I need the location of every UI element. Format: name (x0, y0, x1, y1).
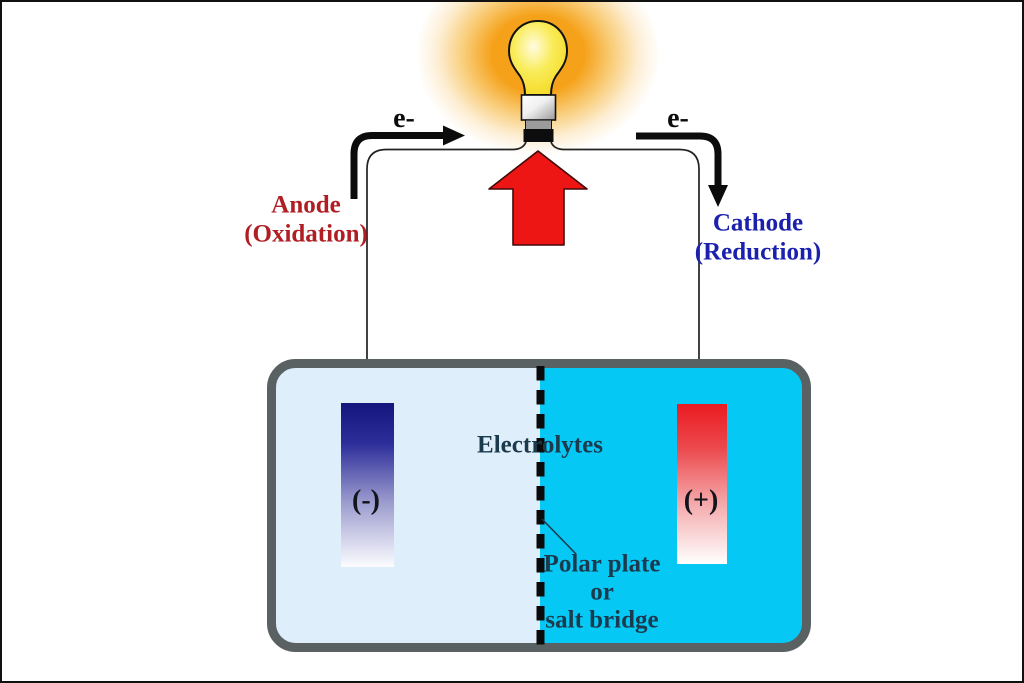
anode-electrode (341, 403, 394, 567)
anode-label: Anode (271, 191, 341, 219)
anode-sublabel: (Oxidation) (244, 220, 368, 248)
separator-leader-line (541, 518, 577, 555)
electrolyte-tank (267, 359, 811, 652)
bulb-base-contact (523, 129, 554, 142)
separator-label-line3: salt bridge (545, 606, 659, 634)
right-electrolyte-compartment (540, 364, 806, 647)
cathode-label: Cathode (712, 209, 804, 237)
positive-terminal-label: (+) (683, 485, 719, 516)
separator-label-line2: or (590, 578, 614, 606)
electron-arrow-left (350, 125, 465, 199)
bulb-base-collar (520, 94, 557, 121)
electron-arrow-right (636, 132, 728, 207)
separator-label-line1: Polar plate (543, 550, 661, 578)
electron-label-left: e- (393, 103, 415, 134)
left-electrolyte-compartment (272, 364, 540, 647)
cathode-sublabel: (Reduction) (694, 238, 822, 266)
bulb-base-ring (525, 119, 552, 130)
light-bulb (507, 19, 569, 142)
cathode-electrode (677, 404, 727, 564)
electron-label-right: e- (667, 103, 689, 134)
current-arrow (488, 150, 588, 246)
circuit-wire (366, 141, 700, 405)
negative-terminal-label: (-) (352, 485, 380, 516)
tank-border (267, 359, 811, 652)
electrolytes-label: Electrolytes (477, 431, 603, 459)
